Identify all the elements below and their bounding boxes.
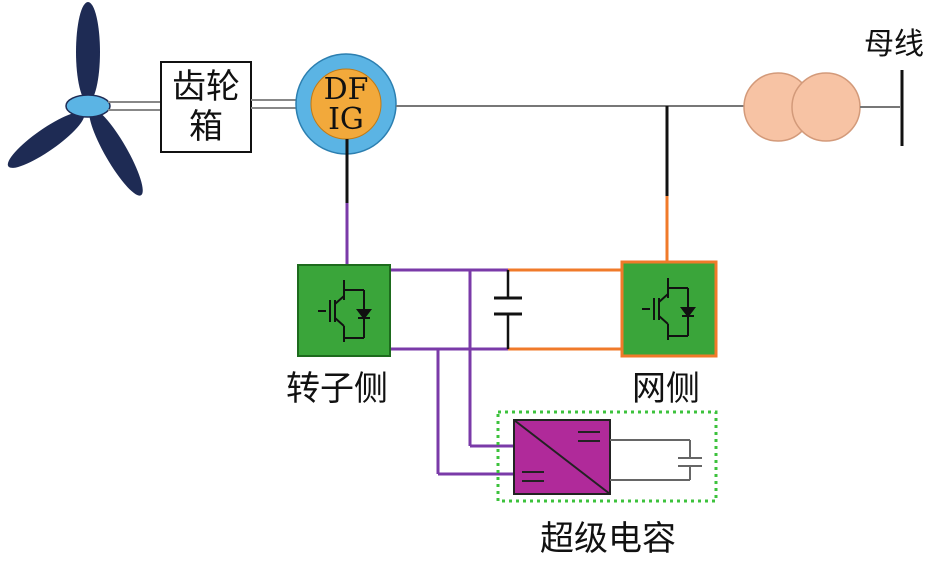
supercapacitor-label: 超级电容 (540, 519, 676, 559)
turbine-blade-top (76, 2, 100, 102)
turbine-blade-right (89, 108, 143, 196)
turbine-hub (65, 94, 111, 118)
wind-turbine (7, 2, 143, 196)
transformer-coil-2 (791, 72, 861, 142)
transformer (743, 72, 861, 142)
dc-link-capacitor (494, 270, 522, 349)
dcdc-converter (513, 419, 611, 495)
bus-label: 母线 (864, 27, 924, 62)
gearbox-box (160, 61, 252, 153)
rotor-side-label: 转子侧 (286, 369, 388, 409)
rotor-side-converter (297, 264, 391, 357)
grid-side-converter (620, 260, 718, 358)
gearbox-label: 齿轮箱 (172, 67, 240, 147)
supercapacitor-symbol (610, 439, 702, 481)
supercap-dotted-box (496, 410, 718, 503)
grid-side-label: 网侧 (632, 369, 700, 409)
turbine-blade-left (7, 112, 85, 168)
dfig-label: DFIG (323, 72, 369, 137)
